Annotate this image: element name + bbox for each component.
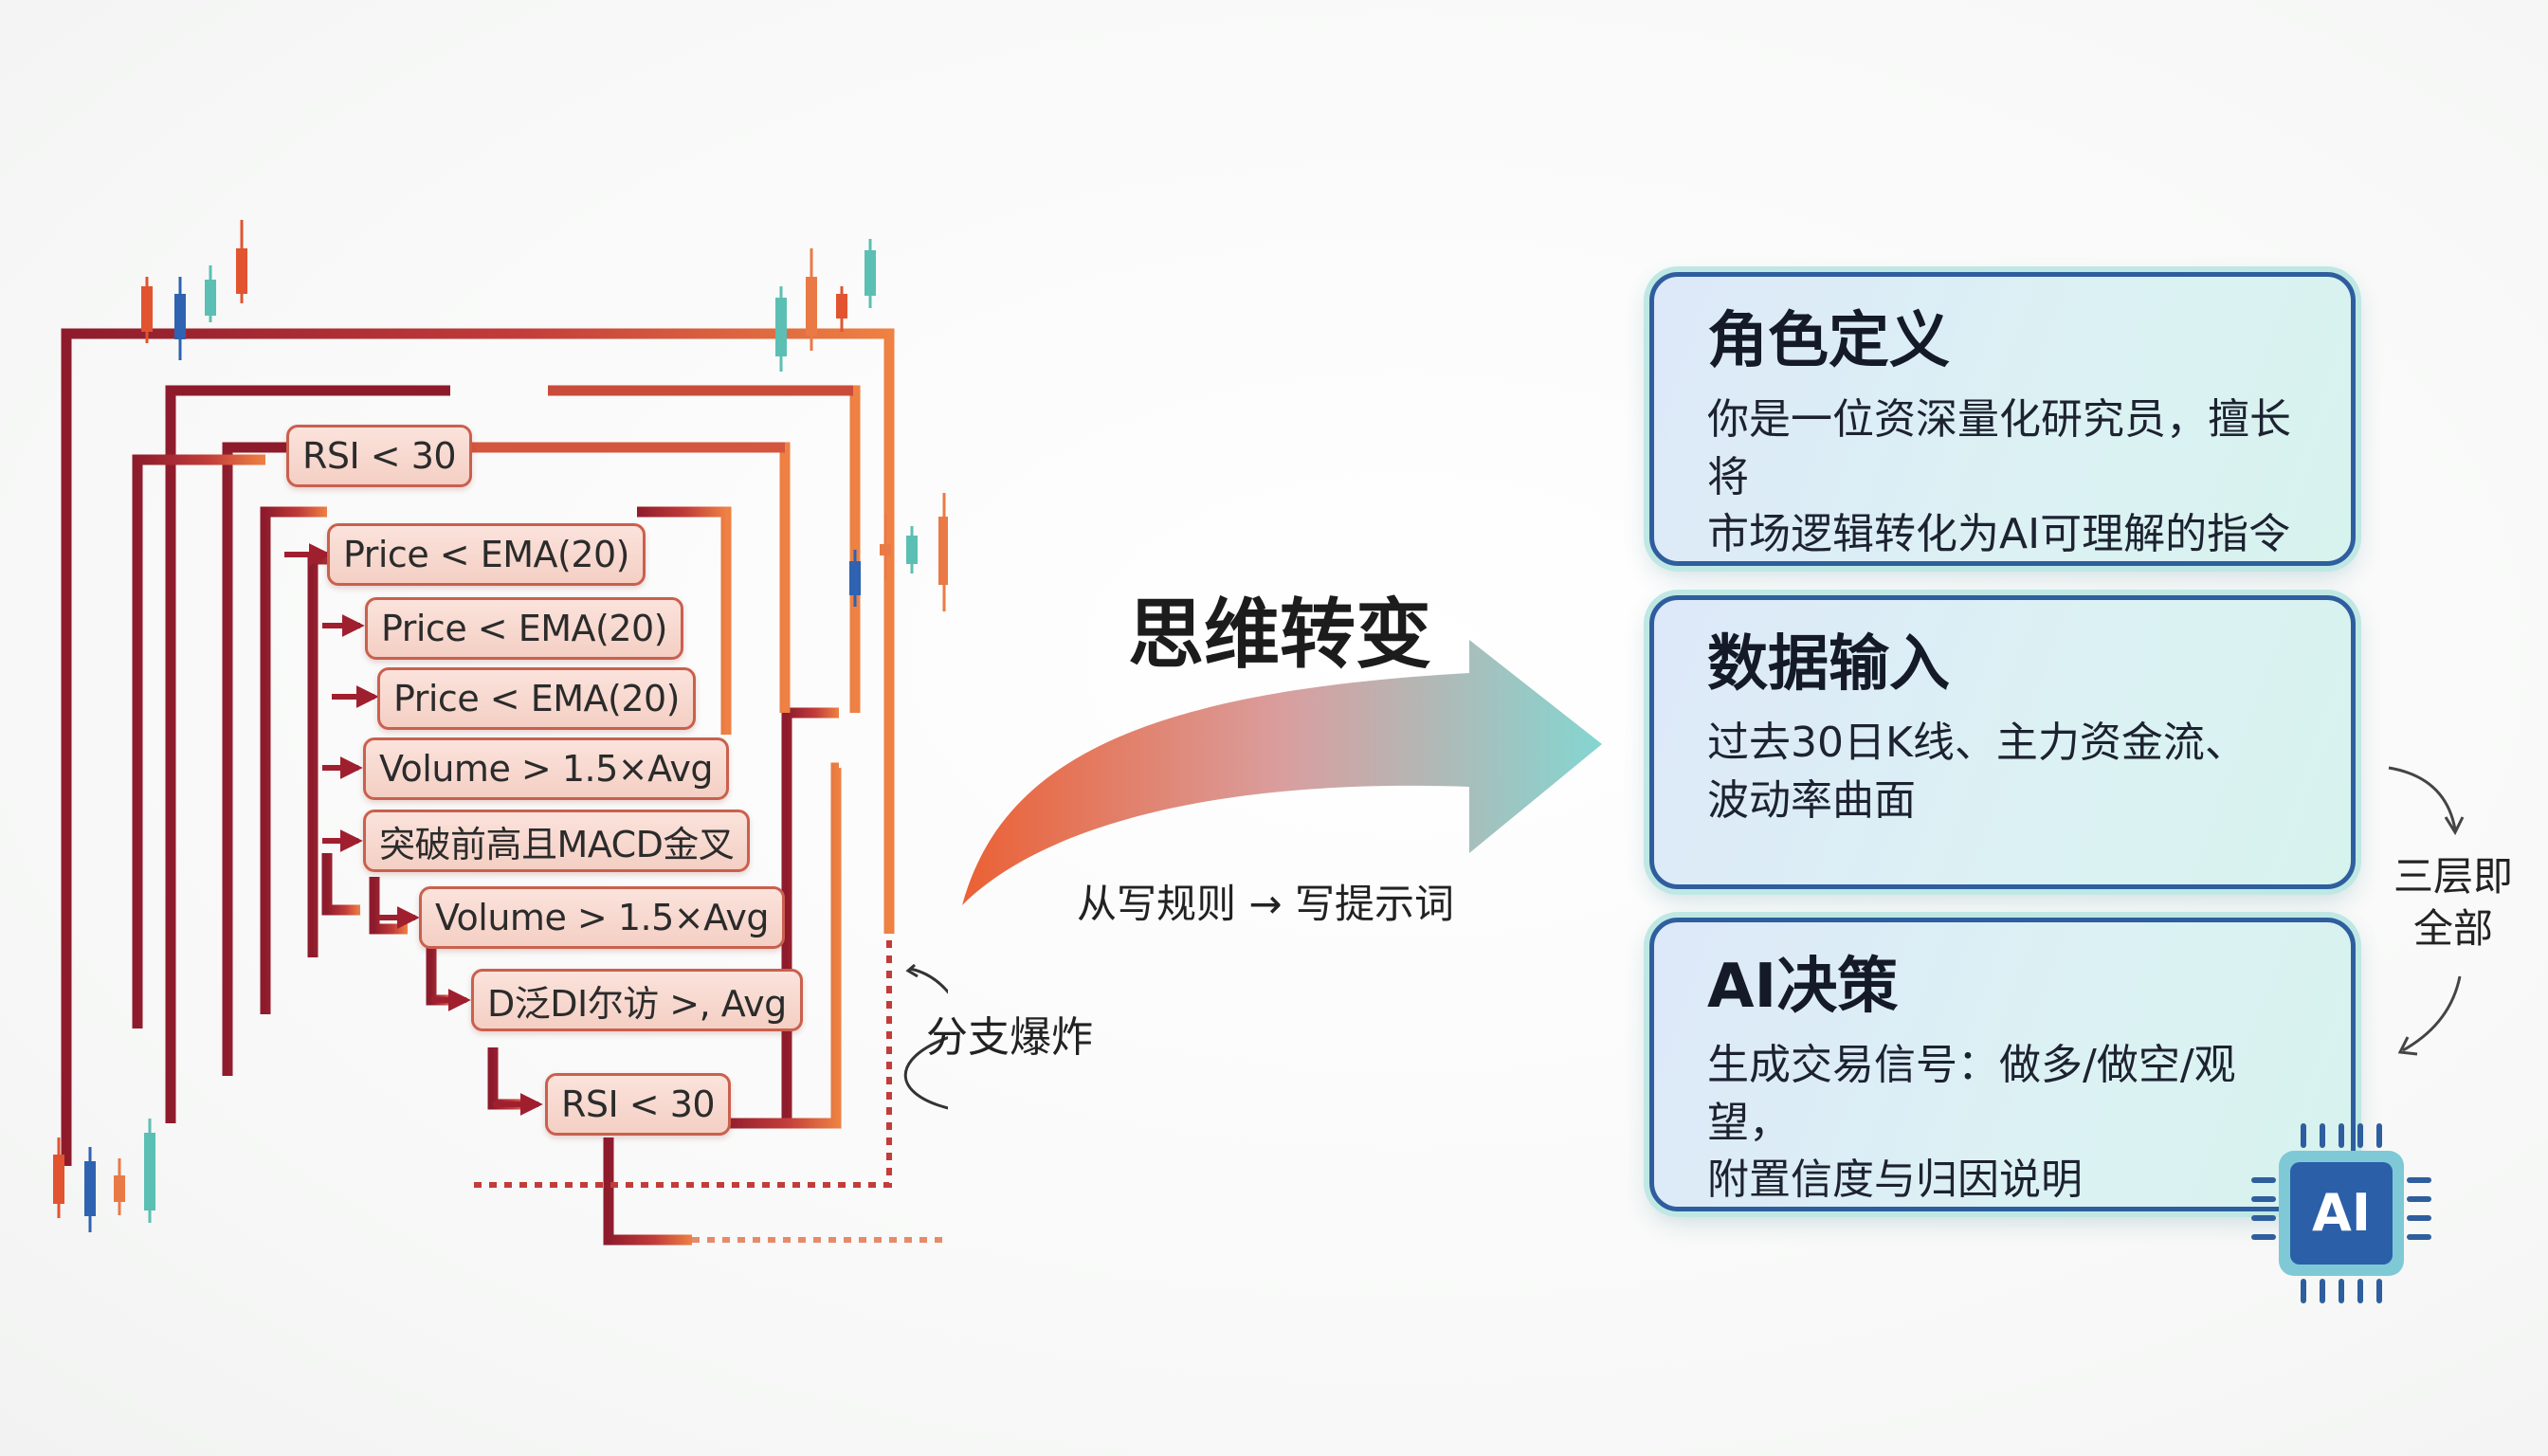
card-body: 你是一位资深量化研究员，擅长将 市场逻辑转化为AI可理解的指令 <box>1707 391 2303 564</box>
card-data-input: 数据输入 过去30日K线、主力资金流、 波动率曲面 <box>1649 595 2356 889</box>
rule-box-rsi-bottom: RSI < 30 <box>545 1073 732 1136</box>
branch-explosion-label: 分支爆炸 <box>926 1013 1093 1062</box>
three-layers-label: 三层即 全部 <box>2377 851 2529 955</box>
card-line: 生成交易信号：做多/做空/观望， <box>1707 1040 2236 1147</box>
card-body: 生成交易信号：做多/做空/观望， 附置信度与归因说明 <box>1707 1037 2303 1210</box>
mindset-shift-subtitle: 从写规则 → 写提示词 <box>1077 881 1454 927</box>
card-body: 过去30日K线、主力资金流、 波动率曲面 <box>1707 715 2303 829</box>
maze-extra-bars <box>166 385 853 453</box>
ai-chip-icon: AI <box>2251 1123 2431 1303</box>
rule-box-volume-1: Volume > 1.5×Avg <box>363 737 729 800</box>
card-line: 市场逻辑转化为AI可理解的指令 <box>1707 510 2291 559</box>
card-line: 附置信度与归因说明 <box>1707 1156 2083 1205</box>
mindset-shift-title: 思维转变 <box>1128 591 1431 679</box>
rule-box-price-ema-2: Price < EMA(20) <box>365 597 683 660</box>
candlesticks <box>53 220 948 1232</box>
curved-arrows-icon <box>2388 766 2465 1056</box>
rule-box-rsi-top: RSI < 30 <box>286 425 473 487</box>
card-line: 你是一位资深量化研究员，擅长将 <box>1707 394 2291 501</box>
side-label-line: 三层即 <box>2393 853 2513 900</box>
card-title: 数据输入 <box>1707 629 1950 700</box>
rule-box-breakout-macd: 突破前高且MACD金叉 <box>363 810 751 872</box>
card-ai-decision: AI决策 生成交易信号：做多/做空/观望， 附置信度与归因说明 <box>1649 918 2356 1211</box>
shift-arrow <box>962 640 1602 905</box>
rule-maze-diagram <box>53 220 948 1246</box>
rule-box-volume-2: Volume > 1.5×Avg <box>419 886 785 949</box>
card-title: 角色定义 <box>1707 306 1950 376</box>
rule-arrows <box>284 543 543 1116</box>
chip-label: AI <box>2312 1183 2371 1243</box>
rule-box-price-ema-1: Price < EMA(20) <box>327 523 646 586</box>
rule-box-garbled: D泛DI尔访 >, Avg <box>471 969 803 1031</box>
card-line: 过去30日K线、主力资金流、 <box>1707 718 2247 767</box>
card-line: 波动率曲面 <box>1707 775 1916 825</box>
card-title: AI决策 <box>1707 952 1899 1022</box>
burst-sketch <box>903 963 948 1116</box>
rule-box-price-ema-3: Price < EMA(20) <box>377 667 696 730</box>
side-label-line: 全部 <box>2412 904 2493 952</box>
maze-dotted-exits <box>474 938 948 1243</box>
card-role-definition: 角色定义 你是一位资深量化研究员，擅长将 市场逻辑转化为AI可理解的指令 <box>1649 272 2356 566</box>
